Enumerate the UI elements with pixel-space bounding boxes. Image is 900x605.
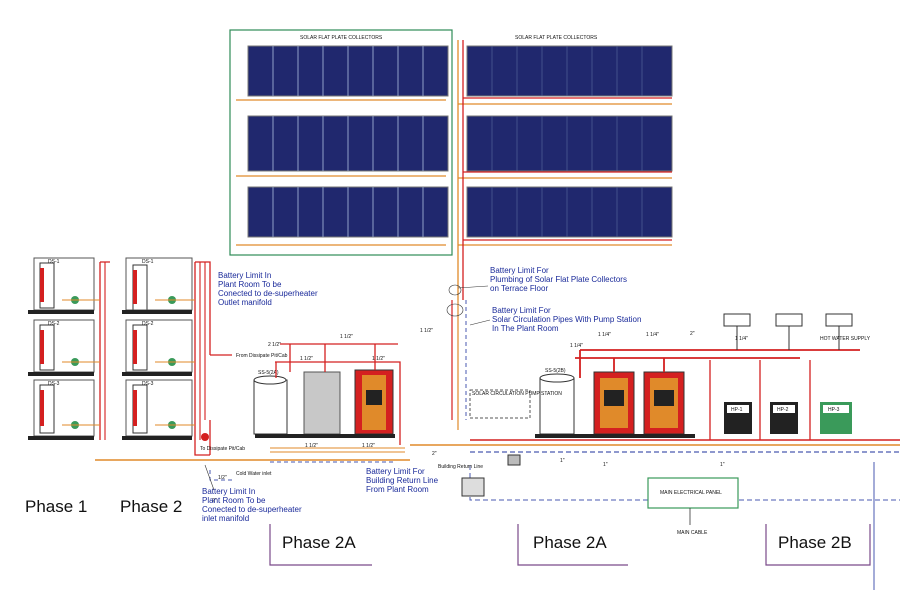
pipe-size: 2"	[432, 451, 437, 457]
pipe-size: 1 1/4"	[735, 336, 748, 342]
phase2b-label: Phase 2B	[778, 533, 852, 552]
phase2a-right-box: Phase 2A	[517, 524, 628, 566]
battery-limit-note-outlet: Battery Limit In Plant Room To be Conect…	[218, 271, 318, 307]
svg-text:Plumbing of Solar Flat Plate C: Plumbing of Solar Flat Plate Collectors	[490, 275, 627, 284]
right-array-title: SOLAR FLAT PLATE COLLECTORS	[515, 35, 598, 41]
ss-tank-label: SS-5(2A)	[258, 370, 279, 376]
phase2a-left-box: Phase 2A	[269, 524, 372, 566]
pipe-size: 1 1/4"	[646, 332, 659, 338]
solar-pipework	[236, 40, 672, 430]
svg-text:Outlet manifold: Outlet manifold	[218, 298, 272, 307]
svg-text:Conected to de-superheater: Conected to de-superheater	[218, 289, 318, 298]
pipe-size: 1 1/2"	[372, 356, 385, 362]
svg-text:Plant Room To be: Plant Room To be	[218, 280, 282, 289]
left-array-title: SOLAR FLAT PLATE COLLECTORS	[300, 35, 383, 41]
solar-pump-station: SOLAR CIRCULATION PUMP STATION	[461, 389, 562, 497]
svg-text:Conected to de-superheater: Conected to de-superheater	[202, 505, 302, 514]
pipe-size: 1 1/4"	[598, 332, 611, 338]
svg-text:Battery Limit In: Battery Limit In	[218, 271, 271, 280]
phase2a-right-label: Phase 2A	[533, 533, 607, 552]
battery-limit-note-inlet: Battery Limit In Plant Room To be Conect…	[202, 487, 302, 523]
svg-text:Battery Limit For: Battery Limit For	[366, 467, 425, 476]
sump-gauge-mid-label: To Dissipate Pit/Cab	[200, 446, 245, 452]
left-solar-array: SOLAR FLAT PLATE COLLECTORS	[229, 29, 453, 256]
right-solar-array: SOLAR FLAT PLATE COLLECTORS	[466, 35, 673, 238]
svg-text:Battery Limit For: Battery Limit For	[490, 266, 549, 275]
svg-text:In The Plant Room: In The Plant Room	[492, 324, 559, 333]
svg-text:Battery Limit In: Battery Limit In	[202, 487, 255, 496]
cold-water-label: Cold Water inlet	[236, 471, 272, 477]
pipe-size: 2 1/2"	[268, 342, 281, 348]
phase2a-right-plant: SS-5(2B)	[469, 349, 900, 501]
pipe-size: 1"	[720, 462, 725, 468]
main-cable-label: MAIN CABLE	[677, 530, 708, 536]
ds3-label: DS-3	[48, 381, 60, 387]
pipe-size: 1 1/2"	[300, 356, 313, 362]
ds2-label: DS-2	[48, 321, 60, 327]
return-line-label: Building Return Line	[438, 464, 483, 470]
pipe-size: 1/2"	[218, 475, 227, 481]
svg-text:Battery Limit For: Battery Limit For	[492, 306, 551, 315]
misc-labels: From Dissipate Pit/Cab To Dissipate Pit/…	[200, 353, 483, 477]
phase1-label: Phase 1	[25, 497, 87, 516]
battery-limit-note-circulation: Battery Limit For Solar Circulation Pipe…	[492, 306, 641, 333]
pipe-size: 1"	[560, 458, 565, 464]
solar-pump-station-label: SOLAR CIRCULATION PUMP STATION	[472, 391, 562, 397]
svg-text:on Terrace Floor: on Terrace Floor	[490, 284, 548, 293]
pipe-size: 1 1/2"	[340, 334, 353, 340]
desuperheater-group-phase2: DS-1 DS-2 DS-3	[122, 257, 193, 440]
pipe-size: 2"	[690, 331, 695, 337]
panel-label: MAIN ELECTRICAL PANEL	[660, 490, 722, 496]
battery-limit-note-terrace: Battery Limit For Plumbing of Solar Flat…	[490, 266, 627, 293]
svg-text:Solar Circulation Pipes With P: Solar Circulation Pipes With Pump Statio…	[492, 315, 641, 324]
note-leaders	[204, 284, 491, 491]
phase2b-heatpumps: HP-1 HP-2 HP-3 HOT WATER SUPPLY	[709, 313, 871, 440]
svg-text:Plant Room To be: Plant Room To be	[202, 496, 266, 505]
battery-limit-note-return: Battery Limit For Building Return Line F…	[366, 467, 439, 494]
hp3-label: HP-3	[828, 407, 840, 413]
pipe-size: 1"	[603, 462, 608, 468]
svg-text:From Plant Room: From Plant Room	[366, 485, 429, 494]
sump-gauge-top-label: From Dissipate Pit/Cab	[236, 353, 288, 359]
pipe-size: 1 1/2"	[362, 443, 375, 449]
pipe-size: 1 1/2"	[305, 443, 318, 449]
phase2a-left-plant: SS-5(2A)	[253, 343, 405, 463]
hot-water-supply-label: HOT WATER SUPPLY	[820, 336, 871, 342]
pipe-size: 1 1/2"	[420, 328, 433, 334]
ss-tank2-label: SS-5(2B)	[545, 368, 566, 374]
ds4-label: DS-1	[142, 259, 154, 265]
phase2b-box: Phase 2B	[765, 524, 871, 566]
svg-text:inlet manifold: inlet manifold	[202, 514, 249, 523]
pipe-size: 1 1/4"	[570, 343, 583, 349]
svg-text:Building Return Line: Building Return Line	[366, 476, 439, 485]
hp1-label: HP-1	[731, 407, 743, 413]
ds1-label: DS-1	[48, 259, 60, 265]
phase2a-left-label: Phase 2A	[282, 533, 356, 552]
desuperheater-group-phase1: DS-1 DS-2 DS-3	[28, 257, 95, 440]
ds6-label: DS-3	[142, 381, 154, 387]
hp2-label: HP-2	[777, 407, 789, 413]
phase1-2-pipework	[62, 261, 900, 481]
ds5-label: DS-2	[142, 321, 154, 327]
pipe-size-labels: 2 1/2" 1 1/2" 1 1/2" 1 1/2" 1 1/2" 1 1/2…	[212, 328, 748, 504]
main-electrical-panel: MAIN ELECTRICAL PANEL MAIN CABLE	[647, 477, 739, 536]
pipe-size: 2"	[212, 498, 217, 504]
phase2-label: Phase 2	[120, 497, 182, 516]
